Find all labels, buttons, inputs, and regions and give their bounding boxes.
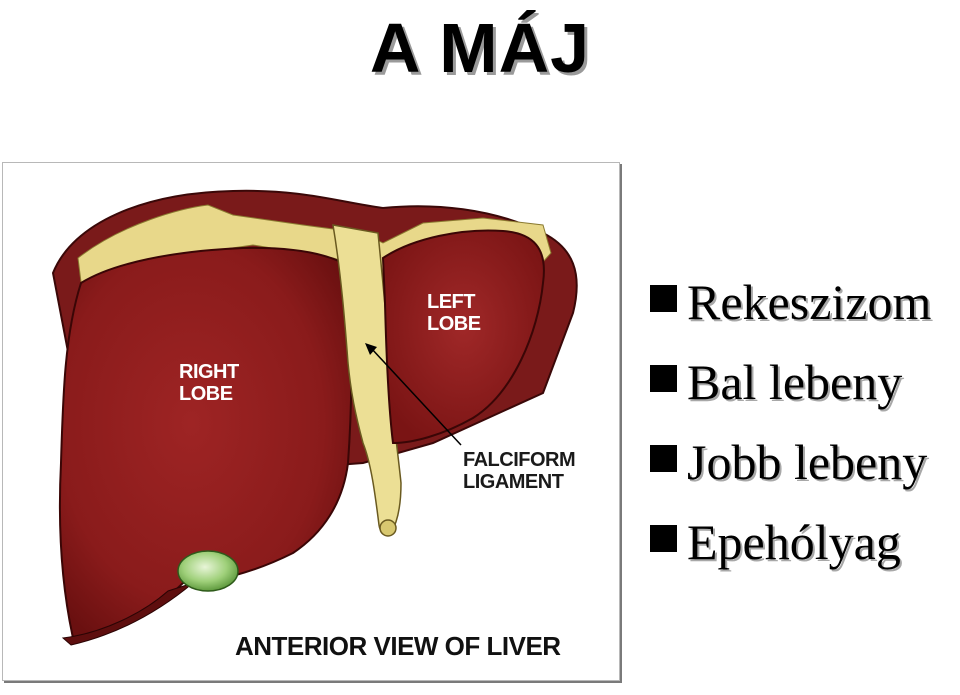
gallbladder-shape	[177, 550, 239, 592]
square-bullet-icon	[650, 364, 677, 392]
liver-illustration: RIGHT LOBE LEFT LOBE FALCIFORM LIGAMENT …	[2, 162, 620, 681]
left-lobe-label-line2: LOBE	[427, 313, 481, 335]
list-item: Bal lebeny	[650, 342, 931, 422]
list-item: Rekeszizom	[650, 262, 931, 342]
square-bullet-icon	[650, 284, 677, 312]
right-lobe-label-line1: RIGHT	[179, 361, 239, 383]
falciform-label-line2: LIGAMENT	[463, 471, 564, 493]
square-bullet-icon	[650, 524, 677, 552]
falciform-pointer-arrow	[370, 347, 462, 446]
right-lobe-shape	[58, 246, 353, 640]
bullet-text: Epehólyag	[687, 514, 901, 570]
bullet-text: Jobb lebeny	[687, 434, 928, 490]
page-title: A MÁJ	[369, 9, 591, 87]
falciform-label-line1: FALCIFORM	[463, 449, 576, 471]
list-item: Epehólyag	[650, 502, 931, 582]
arrowhead	[365, 343, 377, 355]
falciform-label: FALCIFORM LIGAMENT	[463, 449, 576, 493]
left-lobe-shape	[381, 229, 545, 445]
right-lobe-label: RIGHT LOBE	[179, 361, 239, 405]
list-item: Jobb lebeny	[650, 422, 931, 502]
liver-drawing	[51, 189, 578, 646]
bullet-text: Bal lebeny	[687, 354, 903, 410]
square-bullet-icon	[650, 444, 677, 472]
right-lobe-label-line2: LOBE	[179, 383, 233, 405]
left-lobe-label: LEFT LOBE	[427, 291, 481, 335]
figure-caption: ANTERIOR VIEW OF LIVER	[235, 631, 561, 661]
ligament-tip	[379, 519, 397, 537]
bullet-text: Rekeszizom	[687, 274, 932, 330]
bullet-list: Rekeszizom Bal lebeny Jobb lebeny Epehól…	[650, 262, 931, 582]
left-lobe-label-line1: LEFT	[427, 291, 475, 313]
